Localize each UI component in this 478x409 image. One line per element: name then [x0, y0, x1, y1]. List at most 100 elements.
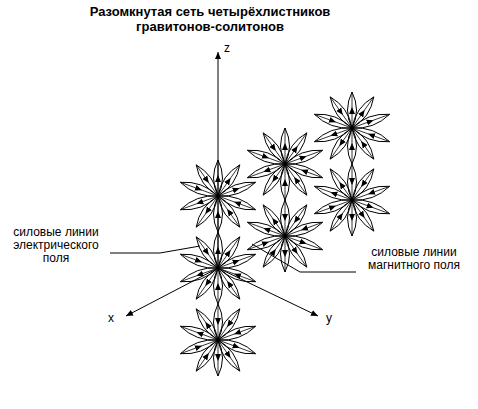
field-line — [240, 182, 256, 188]
field-line-arrow — [339, 128, 352, 146]
petal-outline — [348, 200, 357, 236]
field-line-arrow — [218, 283, 219, 304]
field-line — [314, 186, 330, 192]
field-line-arrow — [352, 164, 353, 185]
petal-outline — [352, 186, 390, 200]
axis-label: z — [224, 42, 238, 55]
field-line-arrow — [196, 165, 209, 183]
petal-outline — [352, 128, 374, 159]
field-line — [285, 223, 294, 236]
z-axis — [218, 52, 219, 268]
field-line — [218, 361, 219, 376]
field-line-arrow — [227, 209, 240, 227]
petal-outline — [285, 205, 307, 236]
field-line — [218, 327, 227, 340]
petal-outline — [281, 200, 290, 236]
petal-outline — [285, 222, 323, 236]
petal-outline — [348, 128, 357, 164]
field-line-arrow — [285, 146, 298, 164]
axis-label: y — [326, 312, 340, 325]
petal-outline — [314, 186, 352, 200]
petal-outline — [180, 340, 218, 354]
petal-outline — [218, 340, 256, 354]
petal-outline — [263, 205, 285, 236]
petal-outline — [352, 97, 374, 128]
petal-outline — [218, 237, 240, 268]
field-line — [196, 214, 205, 227]
field-line — [314, 136, 330, 142]
petal-outline — [314, 200, 352, 214]
petal-outline — [285, 150, 323, 164]
field-line-arrow — [196, 353, 209, 371]
field-line-arrow — [205, 268, 218, 286]
field-line — [196, 286, 205, 299]
petal-outline — [247, 236, 285, 250]
field-line-arrow — [218, 304, 219, 325]
petal-outline — [214, 268, 223, 304]
field-line-arrow — [285, 236, 298, 254]
field-line — [374, 114, 390, 120]
field-line-arrow — [361, 169, 374, 187]
petal-outline — [330, 97, 352, 128]
field-line — [209, 340, 218, 353]
field-line-arrow — [330, 97, 343, 115]
petal-outline — [281, 128, 290, 164]
field-line-arrow — [330, 213, 343, 231]
field-line-arrow — [180, 346, 202, 354]
field-line-arrow — [218, 178, 231, 196]
field-line-arrow — [218, 250, 231, 268]
petal-outline — [218, 326, 256, 340]
petal-outline — [285, 236, 323, 250]
field-line — [180, 326, 196, 332]
field-line — [240, 348, 256, 354]
field-line-arrow — [339, 182, 352, 200]
field-line — [307, 244, 323, 250]
petal-outline — [285, 236, 307, 267]
field-line — [285, 128, 286, 143]
field-line-note: силовые линии электрического поля — [4, 226, 108, 265]
field-line — [343, 115, 352, 128]
petal-outline — [214, 340, 223, 376]
diagram-title: Разомкнутая сеть четырёхлистников гравит… — [60, 4, 360, 34]
field-line — [231, 237, 240, 250]
field-line-arrow — [205, 196, 218, 214]
petal-outline — [263, 236, 285, 267]
petal-outline — [180, 326, 218, 340]
petal-outline — [196, 340, 218, 371]
field-line-arrow — [301, 170, 323, 178]
field-line — [365, 97, 374, 110]
field-line-arrow — [234, 326, 256, 334]
petal-outline — [285, 164, 307, 195]
petal-outline — [247, 150, 285, 164]
petal-outline — [348, 92, 357, 128]
petal-outline — [180, 182, 218, 196]
field-line — [343, 200, 352, 213]
petal-outline — [218, 268, 240, 299]
petal-outline — [247, 222, 285, 236]
four-leaf-petals — [180, 92, 389, 376]
field-line — [263, 205, 272, 218]
petal-outline — [352, 169, 374, 200]
field-line-arrow — [247, 242, 269, 250]
field-line-arrow — [263, 133, 276, 151]
petal-outline — [247, 164, 285, 178]
field-line-arrow — [227, 281, 240, 299]
petal-outline — [218, 196, 256, 210]
y-axis — [218, 268, 318, 316]
field-line — [352, 221, 353, 236]
petal-outline — [352, 200, 390, 214]
petal-outline — [352, 128, 390, 142]
field-line-arrow — [294, 205, 307, 223]
field-line-arrow — [352, 200, 365, 218]
petal-outline — [218, 309, 240, 340]
field-line-arrow — [205, 322, 218, 340]
field-line — [240, 254, 256, 260]
petal-outline — [330, 128, 352, 159]
petal-outline — [218, 340, 240, 371]
petal-outline — [352, 200, 374, 231]
field-line-arrow — [180, 254, 202, 262]
field-line-arrow — [218, 340, 231, 358]
petal-outline — [330, 169, 352, 200]
